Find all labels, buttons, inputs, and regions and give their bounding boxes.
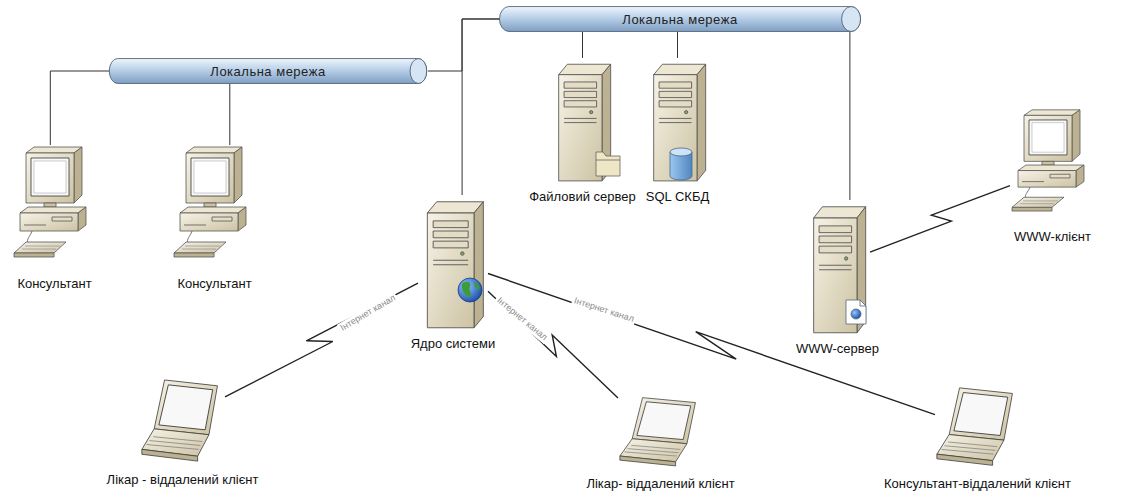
web-client: WWW-клієнт: [1010, 108, 1095, 223]
network-label: Локальна мережа: [498, 6, 862, 32]
internet-link: [870, 186, 1010, 252]
label-wrap: Консультант-віддалений клієнт: [884, 474, 1071, 492]
lan-cable: [50, 71, 110, 145]
workstation: Консультант: [172, 145, 257, 270]
label-wrap: Лікар- віддалений клієнт: [586, 474, 734, 492]
device-label: Консультант: [17, 276, 91, 291]
core-server: Ядро системи: [418, 195, 488, 330]
lan-cable: [677, 32, 678, 58]
label-wrap: Консультант: [177, 274, 251, 292]
web-server: WWW-сервер: [805, 200, 870, 335]
device-label: Ядро системи: [411, 336, 496, 351]
label-wrap: WWW-клієнт: [1014, 227, 1091, 245]
label-wrap: Ядро системи: [411, 334, 496, 352]
database-server: SQL СКБД: [645, 58, 710, 183]
label-wrap: Файловий сервер: [529, 187, 636, 205]
file-server: Файловий сервер: [550, 58, 615, 183]
device-label: Файловий сервер: [529, 189, 636, 204]
lan-cable: [582, 32, 583, 58]
edge-label: Інтернет канал: [337, 291, 400, 334]
label-wrap: WWW-сервер: [796, 339, 879, 357]
channel-label: Інтернет канал: [495, 295, 549, 342]
edge-label: Інтернет канал: [493, 294, 551, 345]
label-wrap: Консультант: [17, 274, 91, 292]
network-label: Локальна мережа: [108, 58, 428, 84]
workstation: Консультант: [12, 145, 97, 270]
channel-label: Інтернет канал: [338, 292, 397, 332]
remote-laptop: Консультант-віддалений клієнт: [935, 386, 1020, 470]
device-label: WWW-сервер: [796, 341, 879, 356]
lan-cable: [462, 19, 500, 195]
network-bus: Локальна мережа: [108, 58, 428, 84]
lan-cable: [428, 19, 500, 71]
label-wrap: SQL СКБД: [646, 187, 709, 205]
device-label: Консультант: [177, 276, 251, 291]
device-label: Лікар - віддалений клієнт: [107, 472, 259, 487]
device-label: WWW-клієнт: [1014, 229, 1091, 244]
device-label: Консультант-віддалений клієнт: [884, 476, 1071, 491]
lan-cable: [229, 84, 230, 145]
channel-label: Інтернет канал: [573, 296, 635, 324]
remote-laptop: Лікар - віддалений клієнт: [140, 378, 225, 466]
label-wrap: Лікар - віддалений клієнт: [107, 470, 259, 488]
internet-link: [488, 274, 935, 415]
edge-label: Інтернет канал: [571, 295, 637, 325]
device-label: Лікар- віддалений клієнт: [586, 476, 734, 491]
internet-link: [225, 283, 418, 397]
remote-laptop: Лікар- віддалений клієнт: [618, 396, 703, 470]
network-bus: Локальна мережа: [498, 6, 862, 32]
device-label: SQL СКБД: [646, 189, 709, 204]
lan-cable: [849, 32, 850, 200]
